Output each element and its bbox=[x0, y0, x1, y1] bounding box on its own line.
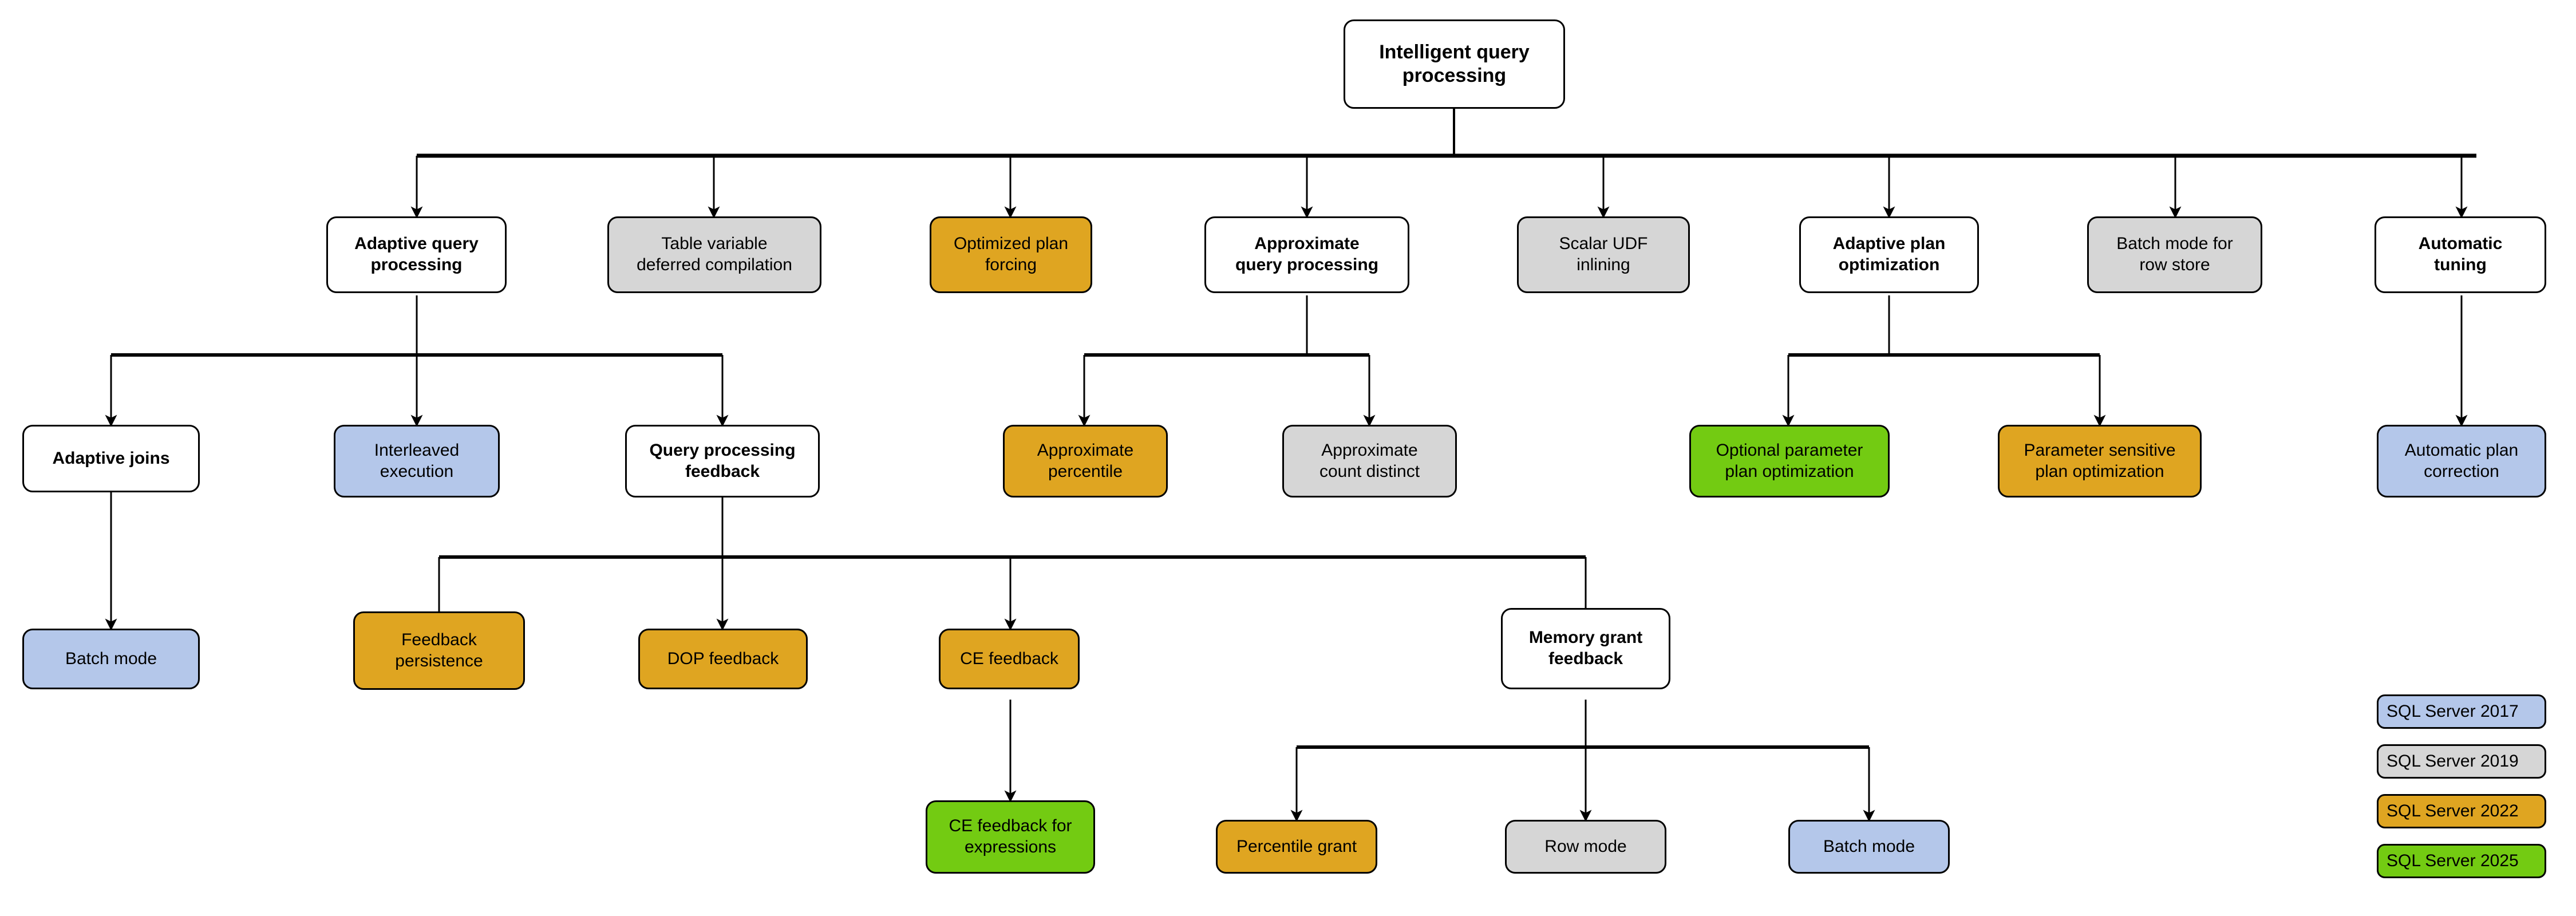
node-label: Batch mode bbox=[1823, 836, 1915, 856]
node-label: Adaptive query processing bbox=[354, 234, 479, 274]
node-label: Query processing feedback bbox=[649, 440, 796, 481]
legend-label: SQL Server 2017 bbox=[2387, 702, 2519, 721]
legend-label: SQL Server 2019 bbox=[2387, 752, 2519, 771]
node-memory-grant-feedback[interactable]: Memory grant feedback bbox=[1501, 608, 1670, 689]
node-label: Automatic tuning bbox=[2418, 234, 2503, 274]
node-approximate-count-distinct[interactable]: Approximate count distinct bbox=[1282, 425, 1457, 498]
legend-item-sql-server-2025[interactable]: SQL Server 2025 bbox=[2377, 844, 2546, 878]
node-optimized-plan-forcing[interactable]: Optimized plan forcing bbox=[930, 216, 1092, 293]
node-label: Row mode bbox=[1544, 836, 1627, 856]
node-adaptive-plan-optimization[interactable]: Adaptive plan optimization bbox=[1799, 216, 1979, 293]
node-ce-feedback-for-expressions[interactable]: CE feedback for expressions bbox=[926, 800, 1095, 874]
node-label: Interleaved execution bbox=[374, 440, 460, 481]
legend-label: SQL Server 2022 bbox=[2387, 802, 2519, 820]
node-label: Memory grant feedback bbox=[1528, 628, 1643, 668]
node-label: Scalar UDF inlining bbox=[1559, 234, 1648, 274]
node-batch-mode-memory-grant[interactable]: Batch mode bbox=[1788, 820, 1950, 874]
node-label: Automatic plan correction bbox=[2404, 440, 2519, 481]
node-adaptive-joins[interactable]: Adaptive joins bbox=[22, 425, 200, 492]
node-label: Feedback persistence bbox=[395, 630, 483, 670]
node-dop-feedback[interactable]: DOP feedback bbox=[638, 629, 808, 689]
node-automatic-tuning[interactable]: Automatic tuning bbox=[2374, 216, 2546, 293]
node-batch-mode[interactable]: Batch mode bbox=[22, 629, 200, 689]
node-label: Batch mode for row store bbox=[2116, 234, 2233, 274]
node-approximate-percentile[interactable]: Approximate percentile bbox=[1003, 425, 1168, 498]
node-percentile-grant[interactable]: Percentile grant bbox=[1216, 820, 1377, 874]
node-label: Parameter sensitive plan optimization bbox=[2024, 440, 2176, 481]
node-automatic-plan-correction[interactable]: Automatic plan correction bbox=[2377, 425, 2546, 498]
node-scalar-udf-inlining[interactable]: Scalar UDF inlining bbox=[1517, 216, 1690, 293]
node-label: Table variable deferred compilation bbox=[637, 234, 792, 274]
node-label: CE feedback for expressions bbox=[949, 816, 1072, 856]
node-optional-parameter-plan-optimization[interactable]: Optional parameter plan optimization bbox=[1689, 425, 1890, 498]
node-intelligent-query-processing[interactable]: Intelligent query processing bbox=[1344, 19, 1565, 109]
node-label: DOP feedback bbox=[667, 649, 779, 668]
node-label: Approximate percentile bbox=[1037, 440, 1134, 481]
legend-label: SQL Server 2025 bbox=[2387, 851, 2519, 870]
node-batch-mode-for-row-store[interactable]: Batch mode for row store bbox=[2087, 216, 2262, 293]
node-table-variable-deferred-compilation[interactable]: Table variable deferred compilation bbox=[607, 216, 821, 293]
node-interleaved-execution[interactable]: Interleaved execution bbox=[334, 425, 500, 498]
node-label: Intelligent query processing bbox=[1379, 41, 1530, 86]
node-label: Optional parameter plan optimization bbox=[1716, 440, 1863, 481]
legend-item-sql-server-2019[interactable]: SQL Server 2019 bbox=[2377, 744, 2546, 779]
node-label: CE feedback bbox=[960, 649, 1058, 668]
node-label: Approximate query processing bbox=[1235, 234, 1379, 274]
legend-item-sql-server-2022[interactable]: SQL Server 2022 bbox=[2377, 794, 2546, 828]
node-row-mode[interactable]: Row mode bbox=[1505, 820, 1666, 874]
node-label: Percentile grant bbox=[1236, 836, 1357, 856]
node-feedback-persistence[interactable]: Feedback persistence bbox=[353, 611, 525, 690]
node-label: Batch mode bbox=[65, 649, 157, 668]
node-query-processing-feedback[interactable]: Query processing feedback bbox=[625, 425, 820, 498]
legend-item-sql-server-2017[interactable]: SQL Server 2017 bbox=[2377, 694, 2546, 729]
node-label: Adaptive joins bbox=[52, 448, 170, 468]
node-ce-feedback[interactable]: CE feedback bbox=[939, 629, 1080, 689]
node-adaptive-query-processing[interactable]: Adaptive query processing bbox=[326, 216, 507, 293]
node-label: Adaptive plan optimization bbox=[1832, 234, 1946, 274]
node-parameter-sensitive-plan-optimization[interactable]: Parameter sensitive plan optimization bbox=[1998, 425, 2202, 498]
node-label: Optimized plan forcing bbox=[953, 234, 1069, 274]
node-label: Approximate count distinct bbox=[1319, 440, 1420, 481]
node-approximate-query-processing[interactable]: Approximate query processing bbox=[1204, 216, 1409, 293]
